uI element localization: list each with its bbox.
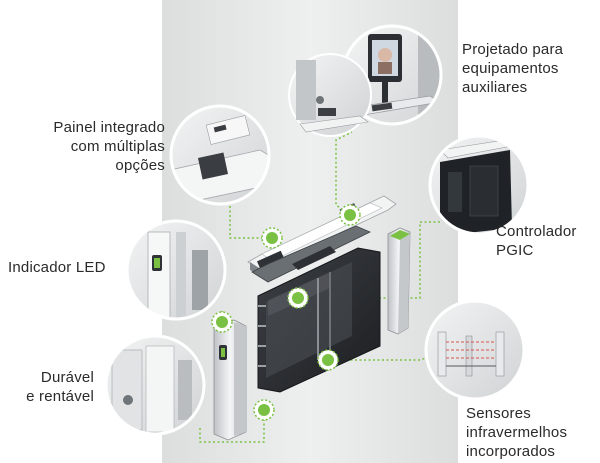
label-durable: Durável e rentável (8, 368, 94, 406)
label-auxiliary-line-3: auxiliares (462, 79, 528, 96)
hotspot-markers (211, 204, 361, 421)
label-led-indicator: Indicador LED (8, 258, 106, 277)
label-durable-line-2: e rentável (26, 388, 94, 405)
durable-detail (104, 334, 206, 436)
hotspot-top-panel (339, 204, 361, 226)
label-integrated-panel: Painel integrado com múltiplas opções (20, 118, 165, 175)
hotspot-durable (253, 399, 275, 421)
hotspot-controller (287, 287, 309, 309)
integrated-panel-detail (169, 104, 271, 206)
auxiliary-equipment-detail (288, 24, 443, 137)
label-auxiliary-line-2: equipamentos (462, 60, 559, 77)
label-led-line-1: Indicador LED (8, 259, 106, 276)
label-sensors-line-2: infravermelhos (466, 424, 568, 441)
label-auxiliary-equipment: Projetado para equipamentos auxiliares (462, 40, 563, 97)
label-sensors: Sensores infravermelhos incorporados (466, 404, 567, 461)
label-auxiliary-line-1: Projetado para (462, 41, 564, 58)
label-sensors-line-1: Sensores (466, 405, 531, 422)
label-sensors-line-3: incorporados (466, 443, 556, 460)
sensors-detail (424, 299, 526, 401)
label-controller: Controlador PGIC (496, 222, 577, 260)
label-controller-line-2: PGIC (496, 242, 534, 259)
label-panel-line-1: Painel integrado (53, 119, 165, 136)
label-durable-line-1: Durável (40, 369, 94, 386)
label-controller-line-1: Controlador (496, 223, 577, 240)
label-panel-line-2: com múltiplas (70, 138, 165, 155)
turnstile-assembly (213, 195, 411, 441)
label-panel-line-3: opções (115, 157, 165, 174)
hotspot-panel (261, 227, 283, 249)
hotspot-sensors (317, 349, 339, 371)
controller-detail (428, 134, 530, 236)
led-indicator-detail (125, 219, 227, 321)
hotspot-led (211, 311, 233, 333)
